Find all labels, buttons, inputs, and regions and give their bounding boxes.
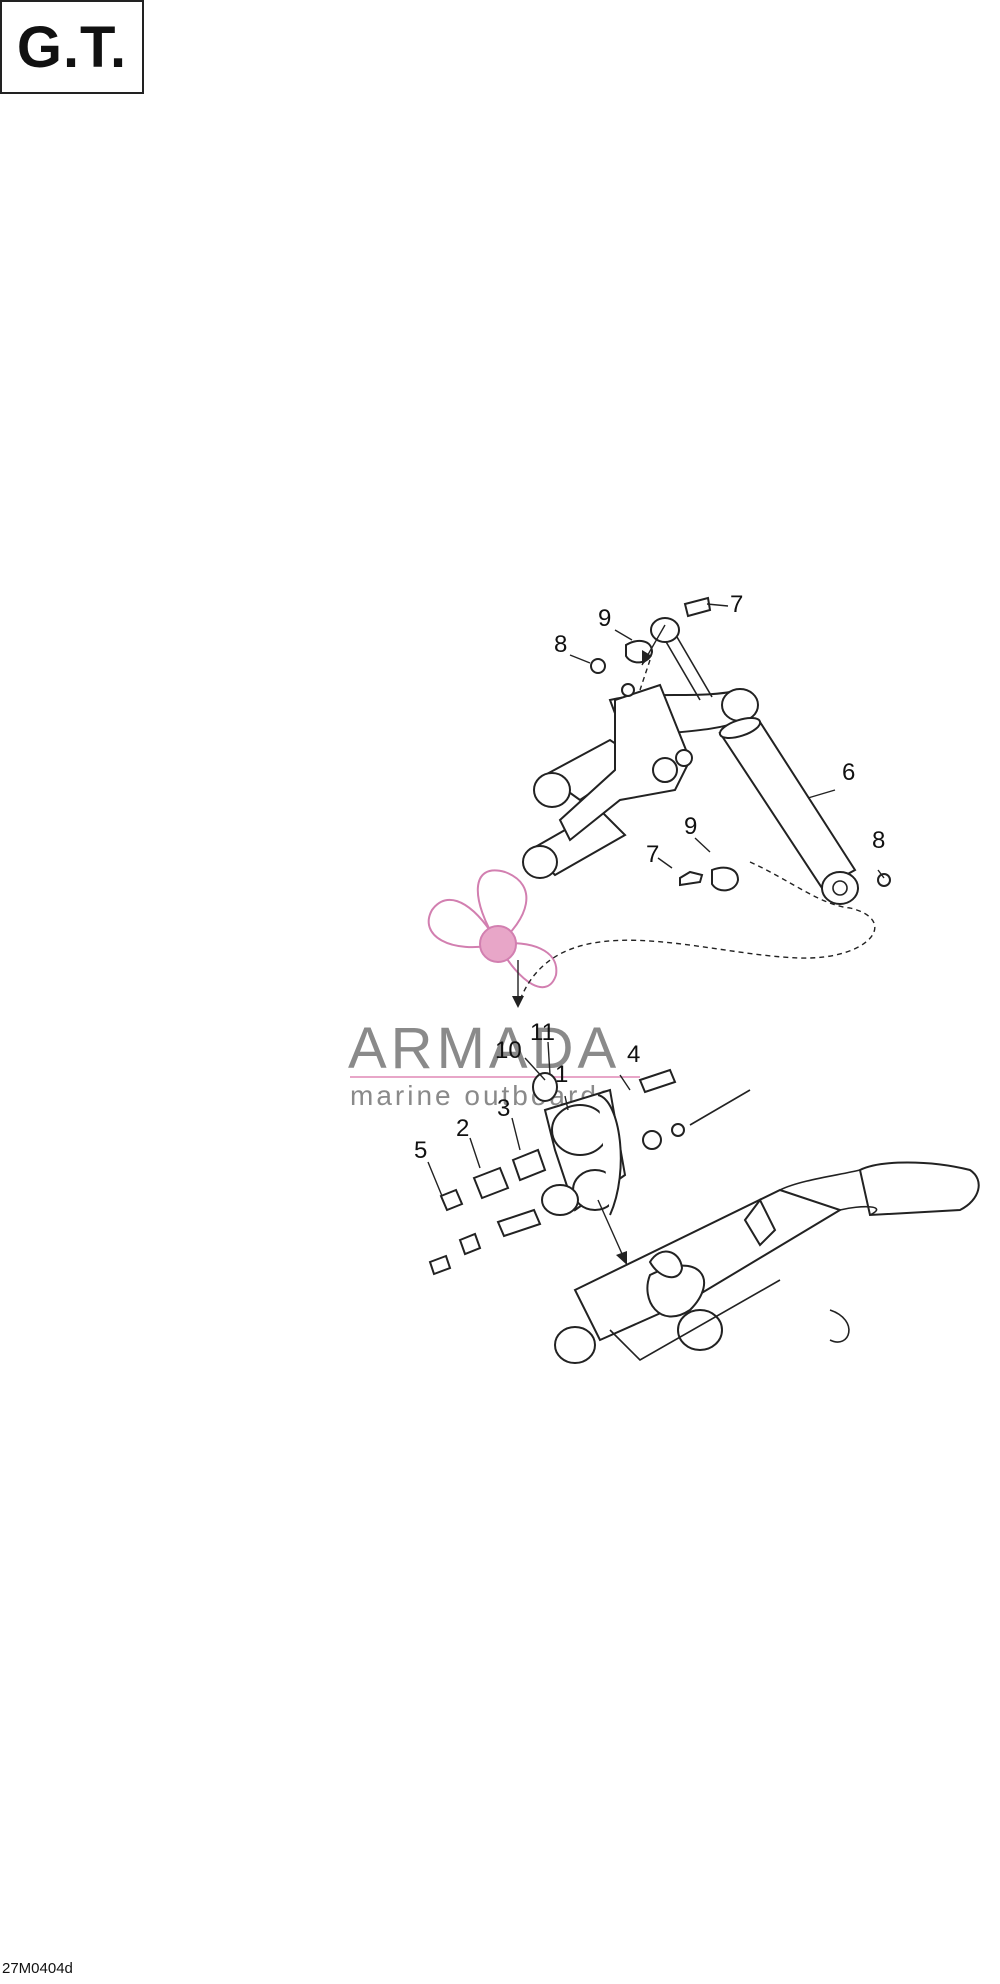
callout-10: 10 bbox=[495, 1037, 522, 1064]
callout-5: 5 bbox=[414, 1137, 427, 1164]
trim-cylinder bbox=[650, 617, 859, 905]
callout-8-upper: 8 bbox=[554, 631, 567, 658]
callout-7-upper: 7 bbox=[730, 591, 743, 618]
watermark-logo: ARMADA marine outboards bbox=[348, 869, 640, 1111]
callout-6: 6 bbox=[842, 759, 855, 786]
callout-9-upper: 9 bbox=[598, 605, 611, 632]
drawing-code: 27M0404d bbox=[2, 1960, 73, 1977]
tilt-arm bbox=[532, 1068, 751, 1216]
propeller-icon bbox=[427, 869, 558, 989]
callout-3: 3 bbox=[497, 1095, 510, 1122]
swivel-bracket bbox=[554, 1161, 980, 1364]
watermark-brand: ARMADA bbox=[348, 1016, 620, 1081]
connector-dashed bbox=[519, 861, 876, 1001]
callout-2: 2 bbox=[456, 1115, 469, 1142]
callout-7-lower: 7 bbox=[646, 841, 659, 868]
callout-9-lower: 9 bbox=[684, 813, 697, 840]
callout-1: 1 bbox=[555, 1061, 568, 1088]
callout-11: 11 bbox=[530, 1019, 555, 1046]
leader-lines bbox=[427, 603, 885, 1197]
upper-bracket bbox=[522, 683, 759, 879]
model-label: G.T. bbox=[0, 0, 144, 94]
left-hardware bbox=[428, 1148, 547, 1276]
callout-8-lower: 8 bbox=[872, 827, 885, 854]
direction-arrows bbox=[512, 624, 666, 1266]
callout-4: 4 bbox=[627, 1041, 640, 1068]
